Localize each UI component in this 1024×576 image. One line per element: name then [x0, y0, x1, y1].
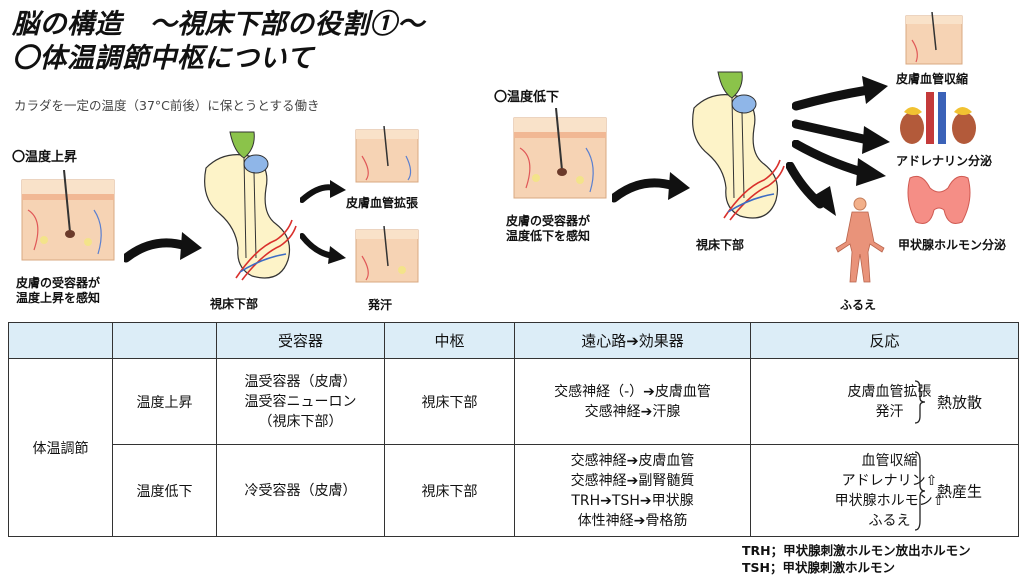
reaction-line: 甲状腺ホルモン⇧: [834, 492, 945, 509]
reaction-line: ふるえ: [868, 512, 911, 529]
footnote-tsh: TSH；甲状腺刺激ホルモン: [742, 560, 895, 575]
table-row: 体温調節 温度上昇 温受容器（皮膚） 温受容ニューロン （視床下部） 視床下部 …: [8, 358, 1019, 537]
human-body-image: [835, 197, 885, 283]
right-heading: 〇温度低下: [494, 90, 560, 105]
subtitle: カラダを一定の温度（37°C前後）に保とうとする働き: [14, 98, 320, 113]
receptor-line: 温受容ニューロン: [244, 393, 357, 410]
table-center: 視床下部: [384, 358, 515, 445]
arrow-icon: [300, 233, 346, 264]
table-header-cell: [112, 322, 217, 359]
arrow-icon: [786, 162, 836, 216]
efferent-line: 体性神経➔骨格筋: [577, 512, 688, 529]
reaction-line: 皮膚血管拡張: [847, 383, 932, 400]
receptor-line: 冷受容器（皮膚）: [244, 482, 357, 499]
skin-cross-section-image: [513, 108, 607, 199]
table-center: 視床下部: [384, 444, 515, 537]
arrow-icon: [300, 180, 346, 203]
efferent-line: 交感神経➔副腎髄質: [570, 472, 695, 489]
arrow-icon: [612, 172, 690, 203]
left-hypothalamus-label: 視床下部: [210, 297, 259, 311]
table-efferent: 交感神経➔皮膚血管 交感神経➔副腎髄質 TRH➔TSH➔甲状腺 体性神経➔骨格筋: [514, 444, 751, 537]
efferent-line: 交感神経（-）➔皮膚血管: [554, 383, 711, 400]
arrow-icon: [124, 232, 202, 263]
table-header-row: 受容器 中枢 遠心路➔効果器 反応: [8, 322, 1019, 359]
receptor-line: 温受容器（皮膚）: [244, 373, 357, 390]
left-heading: 〇温度上昇: [12, 150, 78, 165]
left-outcome-2: 発汗: [368, 298, 393, 312]
hypothalamus-image: [204, 131, 297, 281]
table-receptor: 冷受容器（皮膚）: [216, 444, 385, 537]
skin-vasoconstriction-image: [905, 12, 963, 65]
title-line-1: 脳の構造 ～視床下部の役割①～: [12, 9, 425, 40]
table-condition: 温度上昇: [112, 358, 217, 445]
table-condition: 温度低下: [112, 444, 217, 537]
brace-icon: [914, 450, 926, 531]
right-outcome-2: アドレナリン分泌: [896, 154, 993, 168]
brace-icon: [914, 379, 926, 424]
right-outcome-3: 甲状腺ホルモン分泌: [898, 238, 1007, 252]
arrow-icon: [792, 140, 886, 186]
thermoregulation-table: 受容器 中枢 遠心路➔効果器 反応 体温調節 温度上昇 温受容器（皮膚） 温受容…: [8, 322, 1019, 537]
right-skin-label-2: 温度低下を感知: [506, 229, 591, 243]
right-outcome-1: 皮膚血管収縮: [896, 72, 969, 86]
page-title: 脳の構造 ～視床下部の役割①～ 〇体温調節中枢について: [12, 8, 425, 76]
efferent-line: TRH➔TSH➔甲状腺: [571, 492, 694, 509]
table-header-receptor: 受容器: [216, 322, 385, 359]
table-efferent: 交感神経（-）➔皮膚血管 交感神経➔汗腺: [514, 358, 751, 445]
receptor-line: （視床下部）: [258, 413, 343, 430]
arrow-icon: [792, 119, 890, 154]
efferent-line: 交感神経➔汗腺: [584, 403, 681, 420]
skin-sweat-image: [355, 226, 419, 283]
table-header-efferent: 遠心路➔効果器: [514, 322, 751, 359]
title-line-2: 〇体温調節中枢について: [12, 43, 314, 74]
left-outcome-1: 皮膚血管拡張: [346, 196, 419, 210]
adrenal-gland-image: [900, 92, 976, 144]
reaction-line: アドレナリン⇧: [841, 472, 938, 489]
table-header-reaction: 反応: [750, 322, 1019, 359]
skin-cross-section-image: [21, 170, 115, 261]
right-skin-label: 皮膚の受容器が 温度低下を感知: [506, 214, 590, 244]
arrow-icon: [792, 76, 888, 111]
table-header-center: 中枢: [384, 322, 515, 359]
reaction-line: 発汗: [875, 403, 904, 420]
table-reaction: 血管収縮 アドレナリン⇧ 甲状腺ホルモン⇧ ふるえ 熱産生: [750, 444, 1019, 537]
left-skin-label: 皮膚の受容器が 温度上昇を感知: [16, 276, 100, 306]
left-skin-label-2: 温度上昇を感知: [16, 291, 101, 305]
right-outcome-4: ふるえ: [840, 298, 877, 312]
table-group-label: 体温調節: [8, 358, 113, 537]
reaction-effect: 熱放散: [936, 393, 982, 411]
thyroid-gland-image: [907, 175, 971, 224]
table-header-cell: [8, 322, 113, 359]
efferent-line: 交感神経➔皮膚血管: [570, 452, 695, 469]
reaction-line: 血管収縮: [861, 452, 918, 469]
footnote-trh: TRH；甲状腺刺激ホルモン放出ホルモン: [742, 543, 971, 558]
right-hypothalamus-label: 視床下部: [696, 238, 745, 252]
table-row: 温度低下 冷受容器（皮膚） 視床下部 交感神経➔皮膚血管 交感神経➔副腎髄質 T…: [9, 444, 1019, 537]
right-skin-label-1: 皮膚の受容器が: [506, 214, 591, 228]
table-receptor: 温受容器（皮膚） 温受容ニューロン （視床下部）: [216, 358, 385, 445]
reaction-effect: 熱産生: [936, 482, 982, 500]
table-reaction: 皮膚血管拡張 発汗 熱放散: [750, 358, 1019, 445]
left-skin-label-1: 皮膚の受容器が: [16, 276, 101, 290]
hypothalamus-image: [692, 71, 785, 221]
skin-vasodilation-image: [355, 126, 419, 183]
